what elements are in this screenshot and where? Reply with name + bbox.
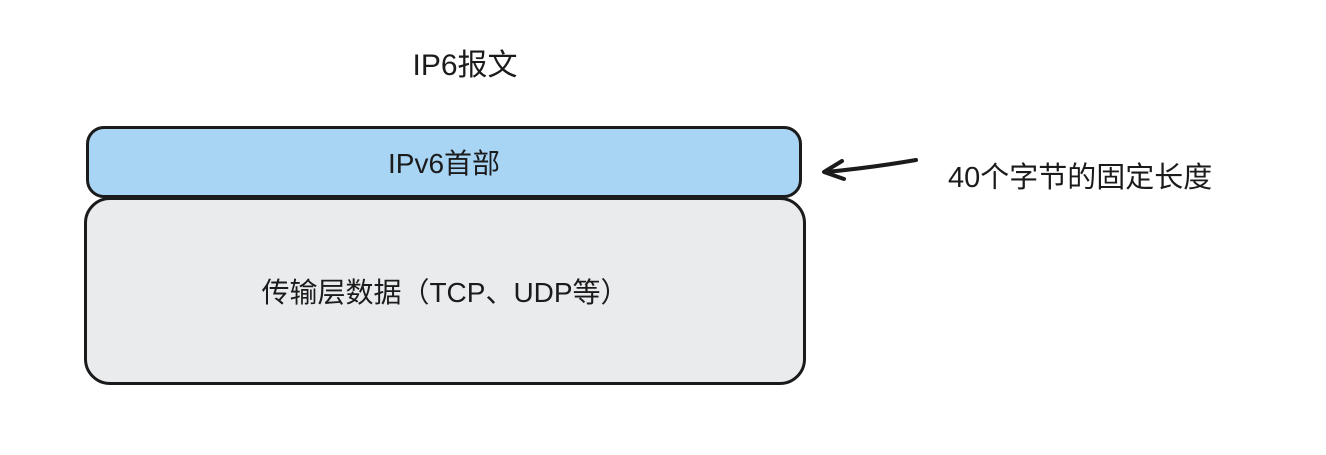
ipv6-header-box: IPv6首部 xyxy=(86,126,802,198)
diagram-title: IP6报文 xyxy=(412,49,518,82)
transport-payload-label: 传输层数据（TCP、UDP等） xyxy=(261,277,629,308)
transport-payload-box: 传输层数据（TCP、UDP等） xyxy=(84,197,806,385)
left-arrow-icon xyxy=(812,148,922,192)
ipv6-header-label: IPv6首部 xyxy=(387,148,501,179)
fixed-length-annotation: 40个字节的固定长度 xyxy=(948,162,1213,194)
